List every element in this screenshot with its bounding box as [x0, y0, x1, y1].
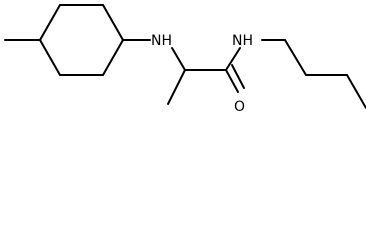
amine-nh-label: NH [151, 33, 172, 49]
double-bond [231, 64, 245, 89]
bond [171, 47, 186, 71]
bond [102, 39, 124, 76]
bond [225, 47, 241, 71]
bond [284, 39, 307, 76]
bond [346, 74, 366, 109]
carbonyl-oxygen-label: O [234, 99, 245, 115]
amide-nh-label: NH [232, 33, 253, 49]
bond [39, 4, 61, 41]
chemical-structure: NH NH O [4, 4, 366, 115]
bond [167, 69, 186, 105]
bond [39, 39, 61, 76]
bond [102, 4, 124, 41]
double-bond [225, 69, 239, 93]
